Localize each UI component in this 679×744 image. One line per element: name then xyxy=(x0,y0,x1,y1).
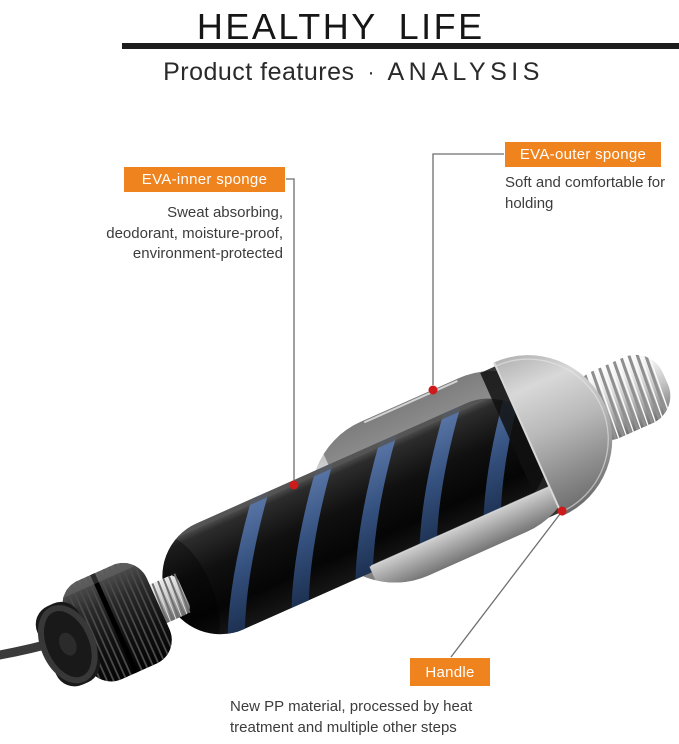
foam-stripe xyxy=(419,405,461,552)
callout-description-handle: New PP material, processed by heat treat… xyxy=(230,698,473,736)
callout-description-inner-sponge: Sweat absorbing, deodorant, moisture-pro… xyxy=(106,204,283,263)
title-divider-bar xyxy=(122,43,679,49)
callout-label-outer-sponge: EVA-outer sponge xyxy=(505,142,661,167)
callout-label-inner-sponge: EVA-inner sponge xyxy=(124,167,285,192)
callout-label-handle: Handle xyxy=(410,658,490,686)
shell-cut-edge xyxy=(493,361,564,517)
callout-description-outer-sponge: Soft and comfortable for holding xyxy=(505,174,666,212)
subtitle-left: Product features xyxy=(163,58,355,86)
inner-foam xyxy=(143,380,566,653)
subtitle-separator-dot: · xyxy=(367,61,375,84)
subtitle-right: ANALYSIS xyxy=(387,58,544,86)
handle-assembly xyxy=(35,345,679,688)
foam-stripe xyxy=(227,491,269,637)
cap-groove xyxy=(90,573,139,674)
foam-stripe xyxy=(291,462,333,609)
marker-dot-handle xyxy=(557,506,567,516)
page-subtitle: Product features · ANALYSIS xyxy=(14,58,679,87)
end-cap-flange xyxy=(35,601,100,687)
page-title: HEALTHY LIFE xyxy=(196,6,485,47)
shell-end-cap xyxy=(494,355,613,516)
leader-line-handle xyxy=(450,513,561,658)
marker-dot-inner-sponge xyxy=(289,480,299,490)
leader-line-inner-sponge xyxy=(286,178,295,481)
marker-dot-outer-sponge xyxy=(428,385,438,395)
end-cap-rim xyxy=(495,358,609,513)
foam-stripe xyxy=(355,434,397,580)
leader-line-outer-sponge xyxy=(432,153,504,385)
